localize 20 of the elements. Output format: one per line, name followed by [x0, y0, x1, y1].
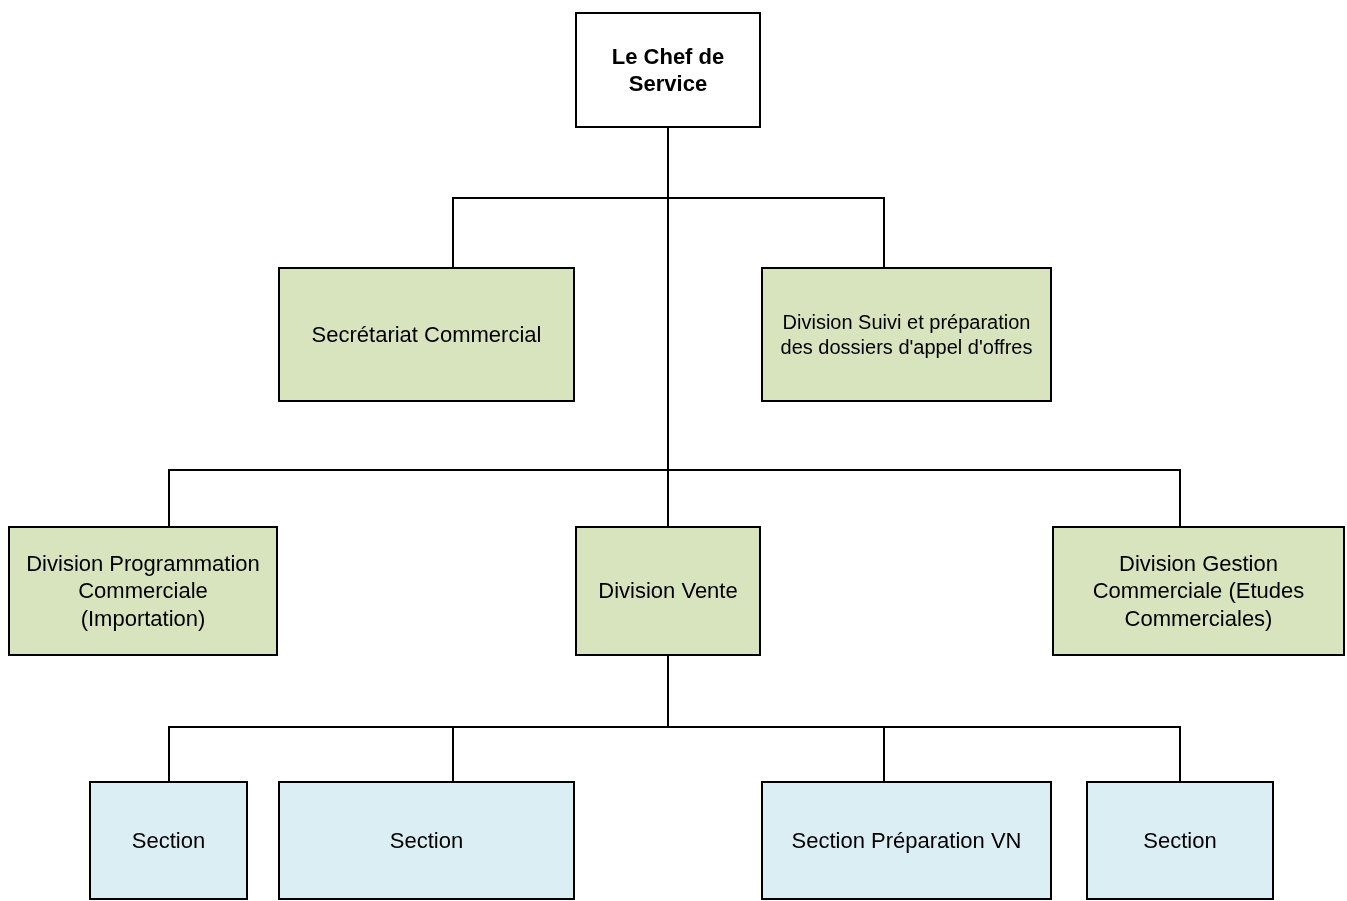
box-label: Division Gestion Commerciale (Etudes Commerciales) — [1091, 549, 1306, 633]
box-label: Division Programmation Commerciale (Importation) — [25, 549, 261, 633]
box-label: Secrétariat Commercial — [311, 320, 542, 349]
box-label: Division Vente — [598, 577, 738, 605]
org-box — [575, 526, 761, 656]
org-box — [761, 781, 1052, 900]
org-box — [575, 12, 761, 128]
org-box — [89, 781, 248, 900]
box-label: Division Suivi et préparation des dossiers d'appel d'offres — [779, 309, 1034, 360]
org-box — [1052, 526, 1345, 656]
org-box — [278, 267, 575, 402]
org-box — [8, 526, 278, 656]
org-box — [761, 267, 1052, 402]
box-label: Section — [131, 826, 206, 855]
box-label: Le Chef de Service — [610, 42, 726, 98]
box-label: Section — [389, 826, 464, 855]
box-label: Section Préparation VN — [791, 826, 1022, 855]
box-label: Section — [1143, 826, 1217, 855]
org-box — [278, 781, 575, 900]
org-box — [1086, 781, 1274, 900]
